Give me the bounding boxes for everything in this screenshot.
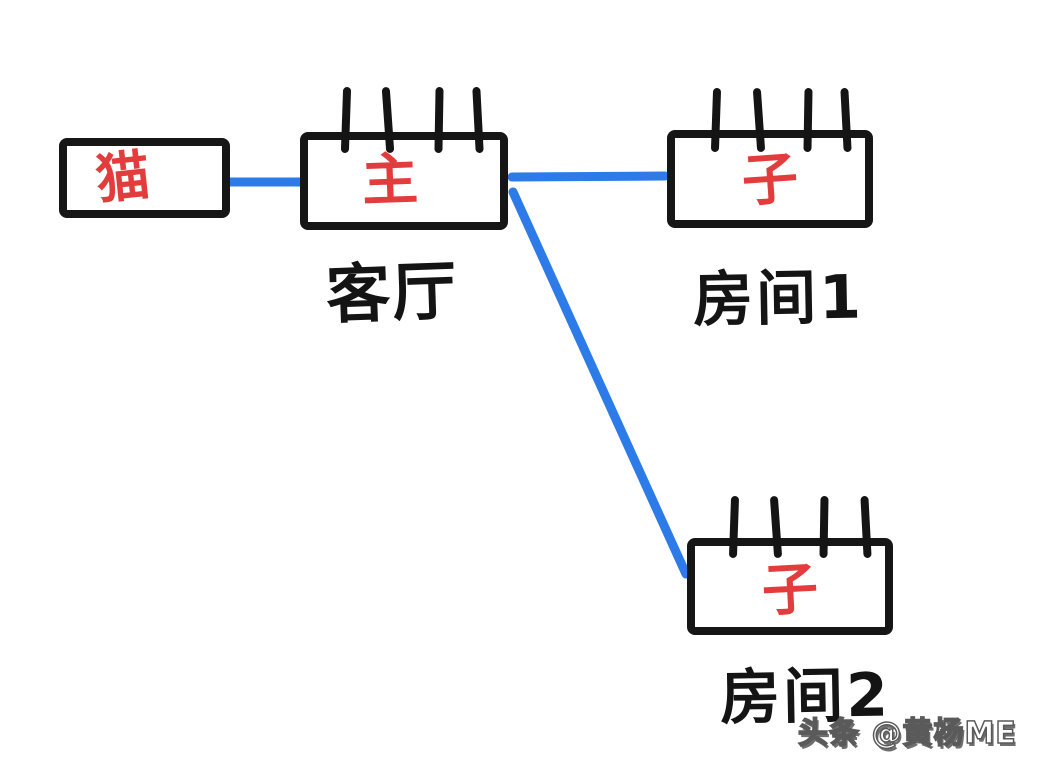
link-main-room2: [508, 187, 691, 579]
antenna-icon: [472, 86, 484, 154]
main-router-node: 主: [300, 86, 508, 230]
satellite-router-node-room2: 子: [687, 495, 893, 635]
antenna-icon: [710, 87, 722, 153]
antenna-icon: [752, 87, 766, 153]
antenna-icon: [803, 87, 813, 153]
antenna-icon: [340, 86, 352, 154]
room1-label: 房间1: [692, 262, 865, 336]
antenna-icon: [381, 86, 395, 154]
watermark: 头条 @黄杨ME: [797, 715, 1017, 752]
satellite-router-node-room1: 子: [667, 87, 873, 228]
antenna-icon: [840, 87, 852, 153]
living-room-label: 客厅: [324, 254, 460, 334]
antenna-icon: [819, 495, 829, 559]
antenna-icon: [434, 86, 444, 154]
link-main-room1: [507, 171, 670, 182]
main-router-label: 主: [360, 147, 420, 214]
modem-node: 猫: [59, 138, 230, 218]
modem-label: 猫: [92, 143, 153, 212]
satellite-router-label: 子: [760, 556, 820, 624]
antenna-icon: [728, 495, 740, 559]
antenna-icon: [769, 495, 783, 559]
antenna-icon: [860, 495, 872, 559]
satellite-router-label: 子: [739, 146, 801, 215]
